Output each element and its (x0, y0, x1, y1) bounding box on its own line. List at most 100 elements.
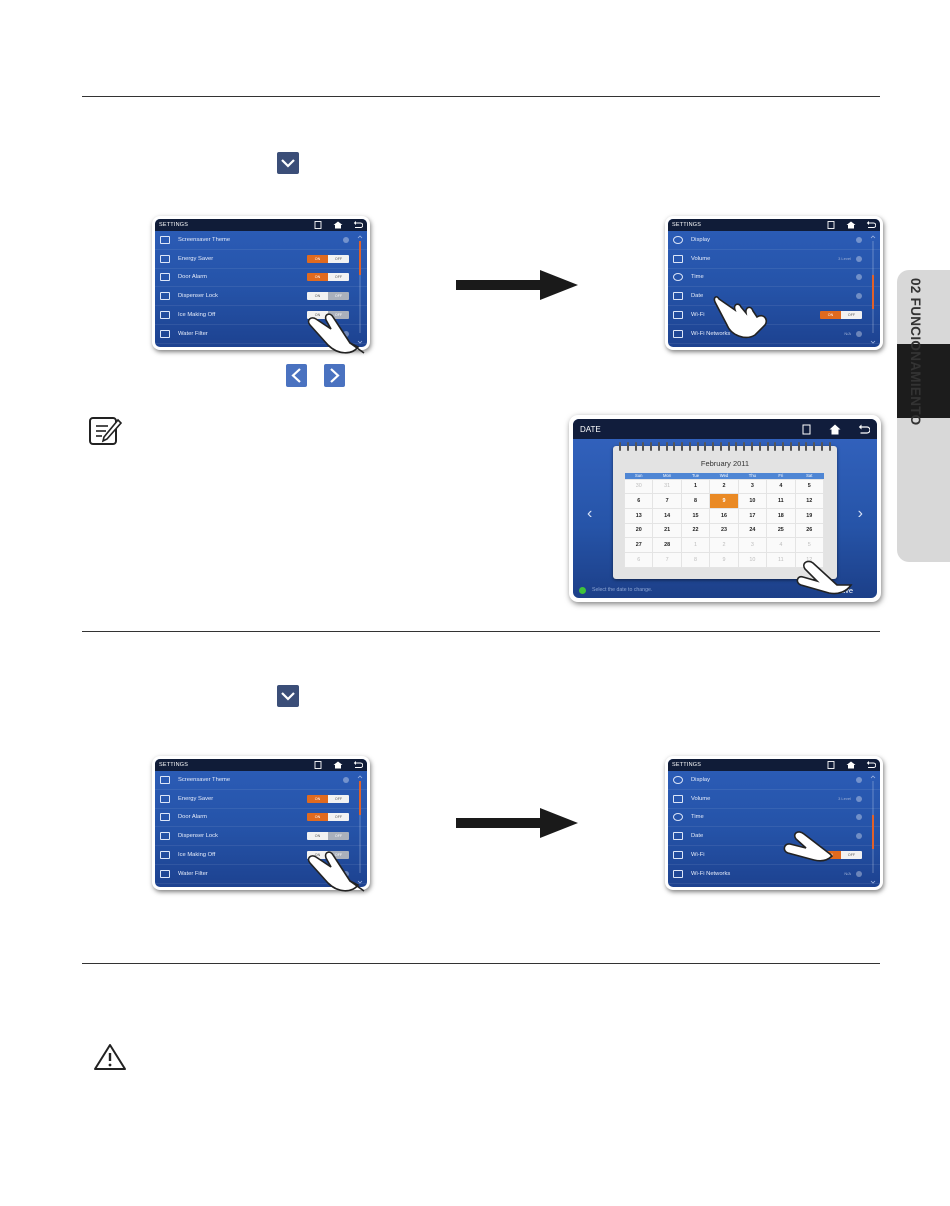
calendar-ring (650, 442, 653, 451)
calendar-day: 15 (680, 507, 711, 524)
wifi-icon (673, 851, 683, 860)
weekday-header: Fri (766, 473, 796, 479)
chevron-up-icon (357, 775, 363, 779)
chevron-right-icon (343, 776, 349, 783)
row-label: Door Alarm (178, 274, 207, 281)
calendar-day: 7 (652, 493, 682, 509)
calendar-day: 28 (652, 537, 682, 553)
chevron-right-icon (330, 368, 340, 383)
toggle-off: OFF (328, 292, 349, 301)
info-icon (579, 586, 586, 594)
calendar-day: 5 (794, 478, 825, 495)
toggle-on: ON (307, 254, 328, 263)
calendar-day: 3 (737, 478, 768, 495)
screensaver-icon (160, 775, 170, 784)
memo-icon (827, 221, 835, 229)
toggle-on: ON (307, 273, 328, 282)
section-divider (82, 963, 880, 964)
scrollbar (359, 241, 361, 333)
arrow-right-icon (456, 808, 578, 838)
row-label: Volume (691, 795, 711, 802)
memo-icon (314, 221, 322, 229)
calendar-day: 11 (766, 493, 796, 509)
chevron-right-icon (856, 814, 862, 821)
row-value: N/A (844, 871, 851, 877)
chevron-down-icon (357, 340, 363, 344)
calendar-ring (719, 442, 722, 451)
calendar-ring (626, 442, 629, 451)
energy-icon (160, 794, 170, 803)
memo-icon (314, 761, 322, 769)
chapter-tab: 02 FUNCIONAMIENTO (897, 270, 950, 562)
calendar-icon (673, 292, 683, 301)
calendar-day: 12 (794, 493, 825, 509)
row-label: Energy Saver (178, 795, 214, 802)
toggle-off: OFF (328, 851, 349, 860)
calendar-day: 23 (709, 522, 739, 539)
calendar-day: 20 (623, 522, 654, 539)
screen-header: SETTINGS (668, 219, 880, 231)
row-label: Energy Saver (178, 255, 214, 262)
calendar-day: 24 (737, 522, 768, 539)
toggle-off: OFF (328, 311, 349, 320)
toggle-off: OFF (841, 851, 862, 860)
calendar-ring (782, 442, 785, 451)
calendar-day: 22 (680, 522, 711, 539)
screen-title: SETTINGS (159, 762, 189, 768)
scroll-down-button (277, 685, 299, 707)
volume-icon (673, 254, 683, 263)
lock-icon (160, 832, 170, 841)
back-icon (353, 761, 363, 768)
alarm-icon (160, 813, 170, 822)
row-label: Water Filter (178, 870, 208, 877)
section-divider (82, 631, 880, 632)
chevron-right-icon (343, 330, 349, 337)
calendar-ring (634, 442, 637, 451)
chevron-right-icon (856, 776, 862, 783)
calendar-day: 7 (652, 551, 682, 568)
scrollbar (872, 241, 874, 333)
calendar-day: 4 (766, 537, 796, 553)
chevron-up-icon (870, 235, 876, 239)
ice-icon (160, 311, 170, 320)
wifi-networks-icon (673, 869, 683, 878)
weekday-header: Sat (795, 473, 824, 479)
chevron-right-icon (856, 870, 862, 877)
menu-row-time: Time (668, 269, 880, 288)
row-label: Display (691, 236, 711, 243)
calendar-day: 26 (794, 522, 825, 539)
next-button (324, 364, 345, 387)
hand-pointer-icon (307, 851, 365, 892)
home-icon (829, 424, 841, 434)
chevron-right-icon (856, 236, 862, 243)
ice-icon (160, 851, 170, 860)
weekday-header: Tue (681, 473, 710, 479)
screen-header: SETTINGS (155, 759, 367, 771)
toggle-on: ON (307, 794, 328, 803)
row-label: Date (691, 833, 704, 840)
display-icon (673, 235, 683, 244)
row-label: Wi-Fi Networks (691, 870, 731, 877)
chevron-down-icon (870, 340, 876, 344)
home-icon (333, 761, 343, 769)
filter-icon (160, 869, 170, 878)
chevron-right-icon (343, 236, 349, 243)
calendar-ring (735, 442, 738, 451)
scrollbar (872, 781, 874, 873)
chevron-right-icon (856, 274, 862, 281)
wifi-networks-icon (673, 329, 683, 338)
row-value: 3 Level (838, 256, 851, 262)
weekday-header: Mon (652, 473, 682, 479)
calendar-day: 9 (709, 493, 739, 509)
